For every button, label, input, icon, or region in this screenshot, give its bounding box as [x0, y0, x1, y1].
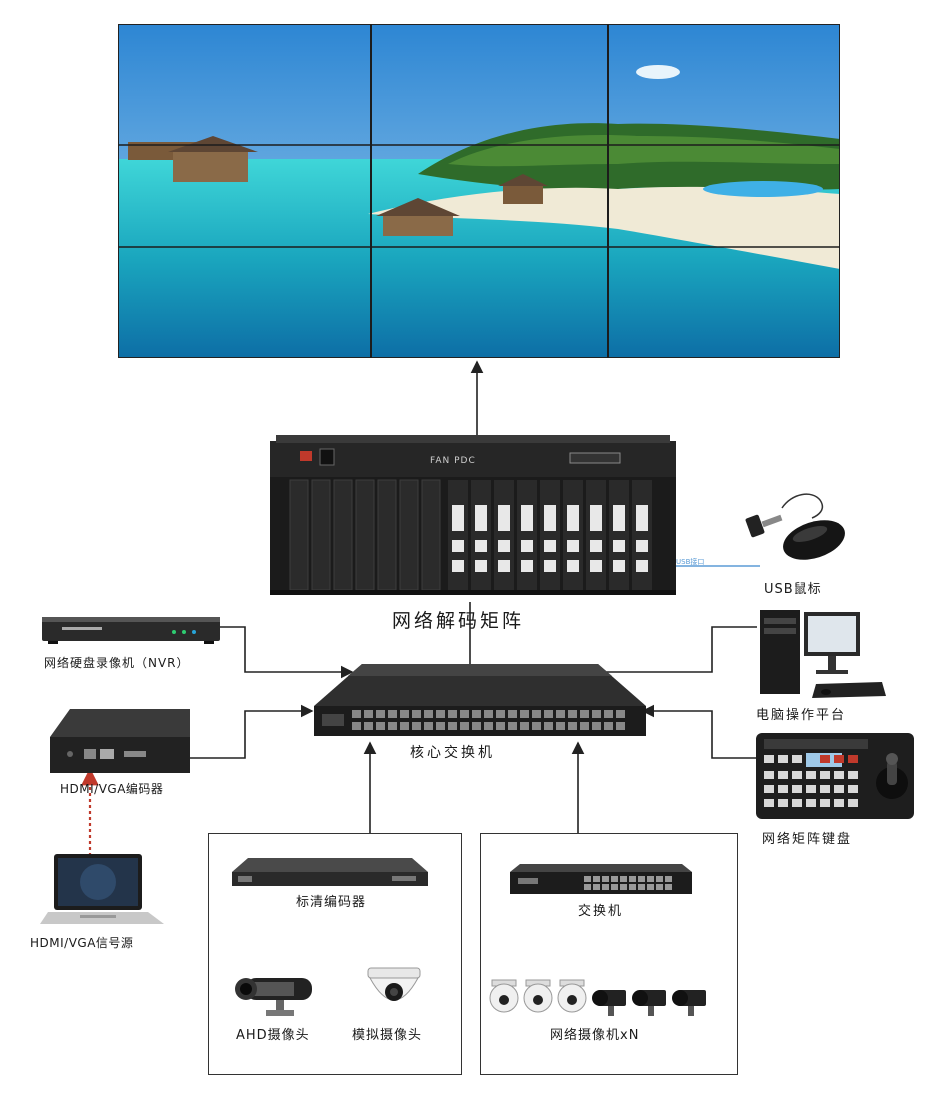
ahd-camera-device [235, 978, 312, 1016]
usb-mouse-device [745, 493, 845, 560]
ip-cameras-device [489, 979, 706, 1016]
core-switch-label: 核心交换机 [410, 745, 495, 761]
hdmi-source-label: HDMI/VGA信号源 [30, 936, 134, 950]
matrix-keyboard-device [756, 733, 914, 819]
matrix-keyboard-label: 网络矩阵键盘 [762, 832, 853, 847]
analog-camera-label: 模拟摄像头 [352, 1028, 423, 1043]
ip-cameras-label: 网络摄像机xN [550, 1028, 640, 1043]
video-wall [118, 24, 840, 358]
hdmi-encoder-label: HDMI/VGA编码器 [60, 782, 164, 796]
hdmi-source-device [40, 854, 164, 924]
decoder-matrix-device [270, 435, 676, 595]
pc-platform-label: 电脑操作平台 [756, 708, 847, 723]
usb-link-label: USB接口 [676, 558, 705, 566]
ahd-camera-label: AHD摄像头 [236, 1028, 310, 1043]
nvr-label: 网络硬盘录像机（NVR） [44, 656, 190, 670]
pc-platform-device [760, 610, 886, 698]
sd-encoder-device [232, 858, 428, 886]
switch-label: 交换机 [578, 904, 624, 919]
switch-device [510, 864, 692, 894]
decoder-matrix-label: 网络解码矩阵 [392, 610, 525, 632]
nvr-device [42, 617, 220, 644]
sd-encoder-label: 标清编码器 [296, 895, 367, 910]
hdmi-encoder-device [50, 709, 190, 773]
analog-camera-device [367, 967, 421, 1001]
core-switch-device [314, 664, 646, 736]
decoder-brand-mark: FAN PDC [430, 456, 476, 466]
usb-mouse-label: USB鼠标 [764, 582, 822, 597]
